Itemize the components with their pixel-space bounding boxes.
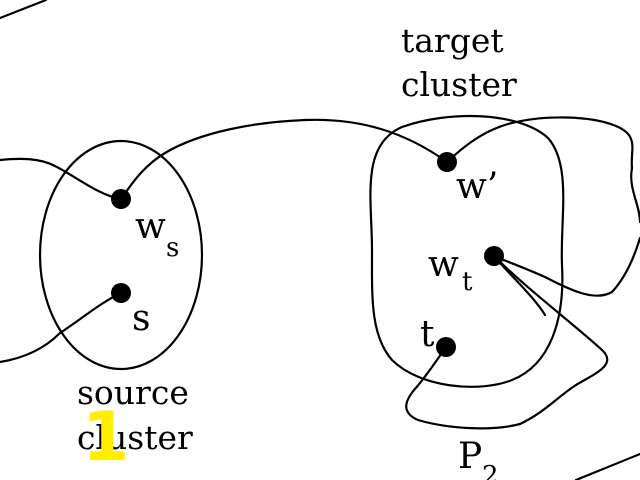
bottom-right-corner-line bbox=[574, 452, 640, 480]
path-wprime-loop-right bbox=[445, 116, 640, 224]
node-wt-subscript: t bbox=[462, 267, 473, 297]
target-cluster-label-line2: cluster bbox=[401, 65, 517, 104]
path-p2-subscript: 2 bbox=[482, 461, 499, 480]
path-p2-loop bbox=[405, 254, 609, 430]
node-ws-dot bbox=[111, 189, 131, 209]
path-p2-label: P bbox=[458, 436, 482, 477]
node-wprime-dot bbox=[437, 152, 457, 172]
node-t-dot bbox=[436, 337, 456, 357]
node-ws-subscript: s bbox=[166, 233, 179, 263]
path-right-to-wt bbox=[492, 236, 640, 297]
path-left-to-ws bbox=[0, 157, 123, 201]
node-ws-label: w bbox=[135, 206, 166, 247]
source-cluster-outline bbox=[38, 139, 204, 371]
node-wt-label: w bbox=[428, 244, 459, 285]
node-wprime-label: w’ bbox=[456, 166, 498, 207]
path-wt-inner-branch bbox=[492, 254, 547, 317]
path-ws-to-wprime bbox=[119, 118, 449, 201]
source-cluster-label-line2: cluster bbox=[77, 418, 193, 457]
node-wt-dot bbox=[484, 246, 504, 266]
path-left-to-s bbox=[0, 291, 123, 364]
target-cluster-outline bbox=[369, 114, 565, 388]
node-s-label: s bbox=[132, 298, 150, 339]
target-cluster-label-line1: target bbox=[401, 21, 504, 60]
top-left-corner-line bbox=[0, 0, 48, 20]
node-t-label: t bbox=[420, 314, 435, 355]
node-s-dot bbox=[111, 283, 131, 303]
source-cluster-label-line1: source bbox=[77, 373, 189, 412]
overlay-number-mark: 1 bbox=[82, 398, 129, 477]
